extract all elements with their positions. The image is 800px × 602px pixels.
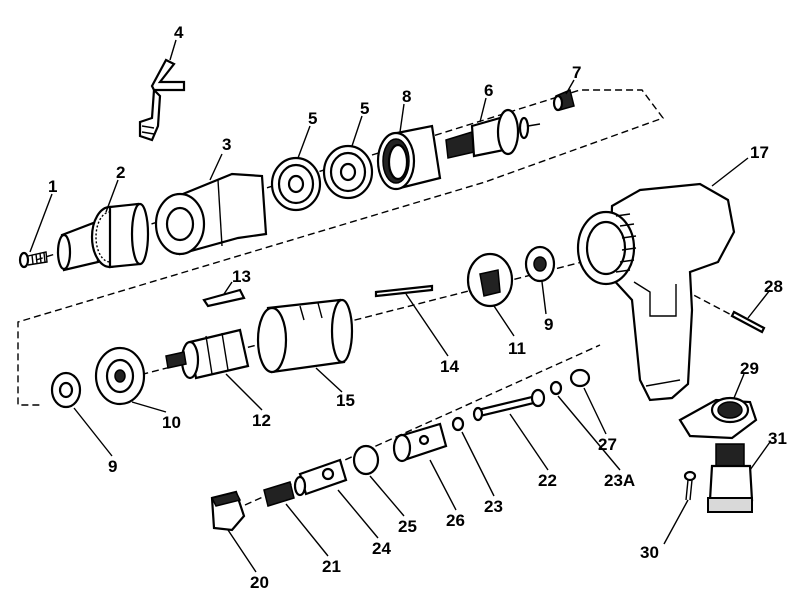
label-part-11: 11	[508, 339, 526, 358]
label-part-23: 23	[484, 497, 503, 516]
label-part-29: 29	[740, 359, 759, 378]
label-part-30: 30	[640, 543, 659, 562]
label-part-25: 25	[398, 517, 417, 536]
label-part-1: 1	[48, 177, 57, 196]
part-washer-23a	[549, 380, 563, 396]
part-key-13	[202, 288, 246, 308]
part-air-inlet-31	[707, 443, 754, 513]
part-bearing-9a	[524, 245, 556, 283]
label-part-7: 7	[572, 63, 581, 82]
label-part-3: 3	[222, 135, 231, 154]
label-part-27: 27	[598, 435, 617, 454]
leader-lines	[29, 39, 771, 573]
part-number-labels: 1 2 3 4 5 5 8 6 7 17 13 12 15 14 11 9 9 …	[48, 23, 787, 592]
label-part-10: 10	[162, 413, 181, 432]
label-part-31: 31	[768, 429, 787, 448]
label-part-6: 6	[484, 81, 493, 100]
label-part-12: 12	[252, 411, 271, 430]
part-screw-1	[18, 251, 48, 269]
part-o-ring-27	[569, 368, 591, 388]
part-trigger-20	[210, 490, 246, 532]
label-part-9b: 9	[108, 457, 117, 476]
part-end-plate-10	[94, 346, 146, 406]
part-o-ring-23	[451, 416, 465, 432]
part-rotor-12	[165, 328, 250, 380]
part-spindle-6	[445, 108, 541, 159]
part-housing-17	[576, 182, 736, 402]
label-part-14: 14	[440, 357, 459, 376]
part-end-plate-11	[466, 252, 514, 308]
part-pin-14	[374, 284, 434, 298]
part-ring-gear-8	[376, 124, 442, 191]
part-screw-30	[683, 470, 697, 501]
part-valve-24	[293, 458, 348, 497]
label-part-17: 17	[750, 143, 769, 162]
label-part-22: 22	[538, 471, 557, 490]
part-valve-sleeve-26	[392, 422, 448, 463]
label-part-21: 21	[322, 557, 341, 576]
part-pin-28	[730, 310, 766, 334]
label-part-15: 15	[336, 391, 355, 410]
part-valve-stem-22	[472, 388, 546, 422]
part-bearing-5a	[270, 156, 322, 212]
part-cylinder-15	[256, 298, 354, 374]
part-drill-chuck-2	[56, 202, 150, 272]
label-part-26: 26	[446, 511, 465, 530]
part-bracket-29	[678, 396, 758, 440]
label-part-8: 8	[402, 87, 411, 106]
part-front-housing-3	[154, 172, 268, 256]
label-part-5a: 5	[308, 109, 317, 128]
label-part-20: 20	[250, 573, 269, 592]
label-part-4: 4	[174, 23, 184, 42]
lower-assembly-axis	[244, 344, 601, 506]
part-chuck-key-4	[138, 58, 186, 142]
label-part-5b: 5	[360, 99, 369, 118]
label-part-28: 28	[764, 277, 783, 296]
label-part-23a: 23A	[604, 471, 635, 490]
label-part-24: 24	[372, 539, 391, 558]
label-part-13: 13	[232, 267, 251, 286]
part-o-ring-25	[352, 444, 380, 476]
label-part-2: 2	[116, 163, 125, 182]
part-bearing-5b	[322, 144, 374, 200]
part-bearing-9b	[50, 371, 82, 409]
upper-assembly-axis	[17, 89, 665, 406]
part-gear-7	[552, 88, 575, 112]
part-spring-21	[263, 481, 295, 507]
label-part-9a: 9	[544, 315, 553, 334]
